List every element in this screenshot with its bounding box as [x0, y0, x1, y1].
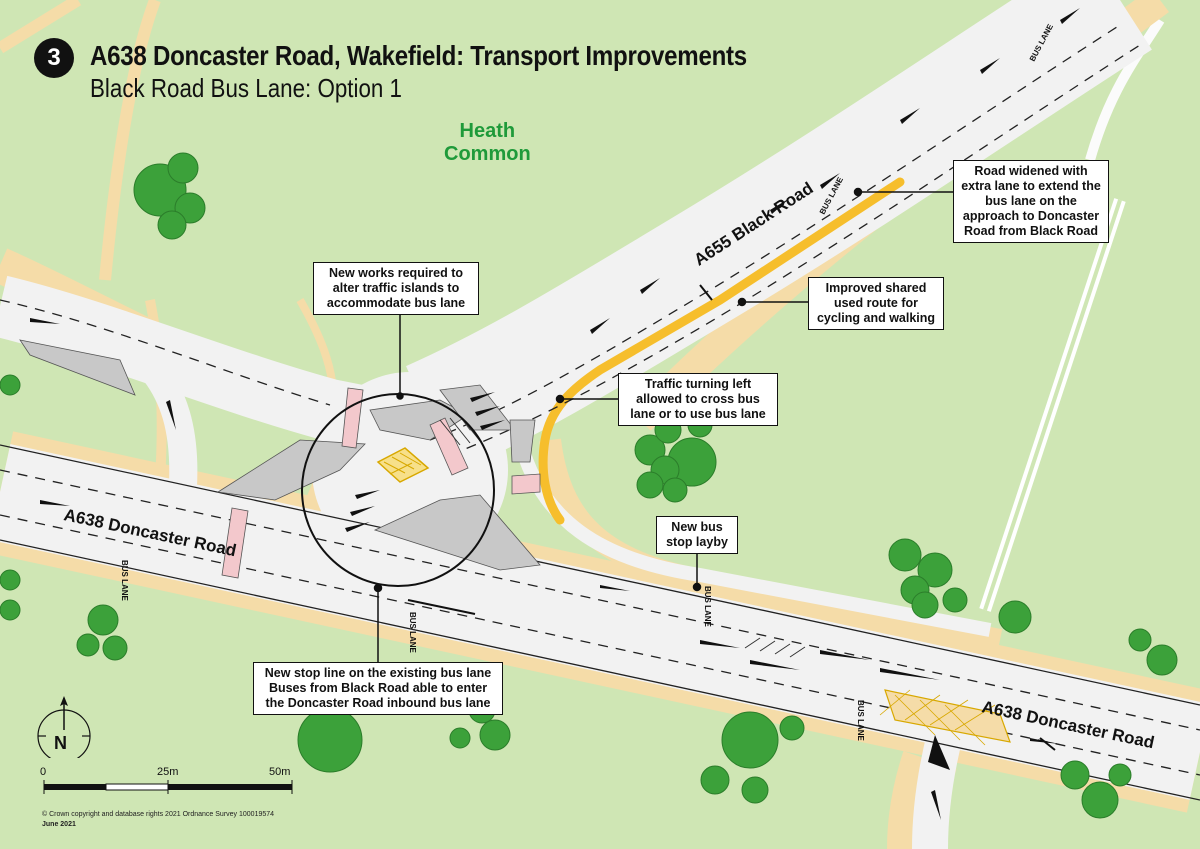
- place-label-line: Common: [444, 143, 531, 165]
- callout-line: alter traffic islands to: [332, 281, 460, 295]
- bus-stop-marking: BUS LANE: [703, 586, 712, 628]
- callout-leaders: [373, 187, 953, 662]
- doncaster-road-carriageway: [0, 444, 1200, 800]
- page-subtitle: Black Road Bus Lane: Option 1: [90, 73, 402, 103]
- black-road-carriageway: [405, 0, 1152, 474]
- scale-bar-graphic: [43, 780, 293, 794]
- footpath-west: [99, 0, 161, 281]
- copyright-text: © Crown copyright and database rights 20…: [42, 811, 275, 818]
- callout-line: Buses from Black Road able to enter: [268, 681, 488, 695]
- scale-bar: 0 25m 50m: [40, 766, 310, 806]
- callout-line: cycling and walking: [816, 311, 936, 325]
- callout-line: extra lane to extend the: [961, 179, 1101, 193]
- bus-lane-marking-doncaster-west: BUS LANE: [120, 560, 129, 602]
- callout-line: allowed to cross bus: [636, 392, 760, 406]
- callout-stop-line: New stop line on the existing bus lane B…: [253, 662, 503, 715]
- callout-line: Road from Black Road: [963, 224, 1099, 238]
- callout-turning-left: Traffic turning left allowed to cross bu…: [618, 373, 778, 426]
- west-island: [216, 439, 366, 501]
- west-slip-island: [19, 339, 136, 396]
- scale-label-25m: 25m: [157, 766, 179, 778]
- callout-line: bus lane on the: [985, 194, 1077, 208]
- callout-line: New bus: [671, 520, 723, 534]
- scale-label-0: 0: [40, 766, 47, 778]
- shared-route-cycling-walking: [538, 177, 905, 525]
- callout-line: the Doncaster Road inbound bus lane: [265, 696, 491, 710]
- track-northeast: [1085, 17, 1165, 162]
- north-arrow-icon: [37, 696, 91, 758]
- west-slip-road: [111, 328, 198, 522]
- callout-line: accommodate bus lane: [326, 296, 466, 310]
- hatched-area-east: [879, 689, 1011, 746]
- south-island: [373, 494, 541, 571]
- callout-line: Improved shared: [825, 281, 927, 295]
- direction-arrows: [30, 8, 1080, 820]
- callout-line: approach to Doncaster: [962, 209, 1100, 223]
- callout-bus-stop: New bus stop layby: [656, 516, 738, 554]
- yellow-box-junction: [376, 447, 430, 483]
- bus-layby: [513, 438, 992, 637]
- map-number-badge: 3: [34, 38, 74, 78]
- scale-label-50m: 50m: [269, 766, 291, 778]
- west-approach-carriageway: [0, 275, 437, 461]
- footpath-northwest: [0, 0, 82, 54]
- callout-line: New works required to: [328, 266, 464, 280]
- place-label-line: Heath: [459, 120, 516, 142]
- callout-line: used route for: [833, 296, 919, 310]
- callout-line: Road widened with: [974, 164, 1088, 178]
- bus-lane-marking-doncaster-south: BUS LANE: [408, 612, 417, 654]
- lane-markings: [0, 24, 1200, 776]
- copyright-notice: © Crown copyright and database rights 20…: [42, 810, 274, 830]
- callout-new-works: New works required to alter traffic isla…: [313, 262, 479, 315]
- callout-line: Traffic turning left: [644, 377, 752, 391]
- stop-lines: [407, 284, 1056, 751]
- callout-line: stop layby: [666, 535, 728, 549]
- chevron-hatching: [439, 415, 806, 658]
- map-date: June 2021: [42, 821, 76, 828]
- north-label: N: [54, 733, 67, 753]
- callout-line: lane or to use bus lane: [630, 407, 766, 421]
- place-label-heath-common: Heath Common: [444, 120, 531, 166]
- bus-lane-marking-doncaster-east: BUS LANE: [856, 700, 865, 742]
- callout-road-widened: Road widened with extra lane to extend t…: [953, 160, 1109, 243]
- callout-line: New stop line on the existing bus lane: [264, 666, 492, 680]
- callout-shared-route: Improved shared used route for cycling a…: [808, 277, 944, 330]
- trees: [0, 152, 1178, 819]
- page-title: A638 Doncaster Road, Wakefield: Transpor…: [90, 40, 747, 71]
